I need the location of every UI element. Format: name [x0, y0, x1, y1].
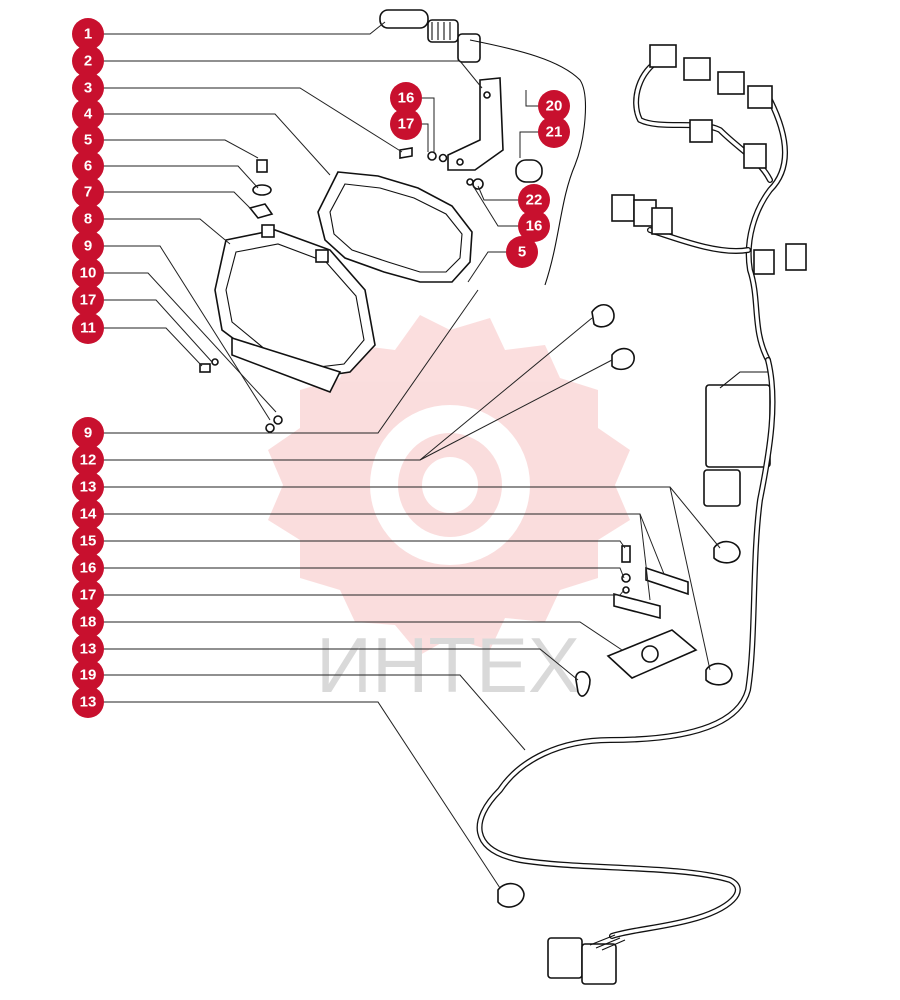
part-plate-18	[606, 629, 698, 679]
callout-4: 4	[72, 98, 104, 130]
part-cable-ties	[497, 304, 741, 908]
callout-8: 8	[72, 203, 104, 235]
svg-text:12: 12	[80, 452, 97, 469]
watermark-logo	[268, 315, 630, 655]
svg-text:8: 8	[84, 211, 92, 228]
svg-text:13: 13	[80, 694, 97, 711]
svg-text:5: 5	[84, 132, 92, 149]
svg-text:13: 13	[80, 479, 97, 496]
svg-text:9: 9	[84, 238, 92, 255]
callout-16-top: 16	[390, 82, 422, 114]
part-cluster-gasket-4	[317, 171, 473, 283]
svg-text:16: 16	[526, 218, 543, 235]
svg-text:11: 11	[80, 320, 96, 337]
svg-text:5: 5	[518, 244, 526, 261]
callout-21: 21	[538, 116, 570, 148]
svg-text:16: 16	[398, 90, 415, 107]
callout-9: 9	[72, 230, 104, 262]
svg-text:17: 17	[80, 587, 97, 604]
svg-text:1: 1	[84, 26, 92, 43]
callout-22: 22	[518, 184, 550, 216]
callout-13-a: 13	[72, 471, 104, 503]
callout-12: 12	[72, 444, 104, 476]
callout-17-lower: 17	[72, 579, 104, 611]
callout-6: 6	[72, 150, 104, 182]
callout-5-mid: 5	[506, 236, 538, 268]
part-buzzer-22	[466, 159, 543, 190]
svg-text:9: 9	[84, 425, 92, 442]
callout-20: 20	[538, 90, 570, 122]
svg-text:18: 18	[80, 614, 97, 631]
watermark-text: ИНТЕХ	[316, 621, 580, 709]
callout-2: 2	[72, 45, 104, 77]
callout-15: 15	[72, 525, 104, 557]
svg-text:17: 17	[398, 116, 415, 133]
svg-text:19: 19	[80, 667, 97, 684]
callout-16-mid: 16	[518, 210, 550, 242]
callout-18: 18	[72, 606, 104, 638]
svg-text:17: 17	[80, 292, 97, 309]
callout-13-b: 13	[72, 633, 104, 665]
svg-text:22: 22	[526, 192, 543, 209]
leader-lines	[88, 21, 721, 889]
callout-3: 3	[72, 72, 104, 104]
callout-9-lower: 9	[72, 417, 104, 449]
callout-5: 5	[72, 124, 104, 156]
callout-7: 7	[72, 176, 104, 208]
part-cluster-housing-8	[214, 224, 376, 394]
callout-13-c: 13	[72, 686, 104, 718]
part-bracket-14	[613, 545, 689, 620]
callout-11: 11	[72, 312, 104, 344]
callout-14: 14	[72, 498, 104, 530]
callout-17-top: 17	[390, 108, 422, 140]
svg-text:2: 2	[84, 53, 92, 70]
callout-1: 1	[72, 18, 104, 50]
svg-text:6: 6	[84, 158, 92, 175]
svg-text:15: 15	[80, 533, 97, 550]
part-control-unit	[703, 371, 771, 507]
part-upper-harness	[611, 44, 807, 363]
callout-16-lower: 16	[72, 552, 104, 584]
svg-text:10: 10	[80, 265, 97, 282]
part-screw-3	[399, 147, 448, 163]
watermark-gear-icon	[268, 315, 630, 655]
callout-19: 19	[72, 659, 104, 691]
svg-text:3: 3	[84, 80, 92, 97]
svg-text:4: 4	[84, 106, 93, 123]
callout-17-left: 17	[72, 284, 104, 316]
part-stalk-switch	[379, 9, 481, 63]
svg-text:14: 14	[80, 506, 97, 523]
part-bracket-2	[447, 77, 504, 171]
callout-10: 10	[72, 257, 104, 289]
svg-text:20: 20	[546, 98, 563, 115]
svg-text:7: 7	[84, 184, 92, 201]
svg-text:21: 21	[546, 124, 563, 141]
part-main-harness-19	[476, 357, 776, 985]
svg-text:16: 16	[80, 560, 97, 577]
svg-text:13: 13	[80, 641, 97, 658]
